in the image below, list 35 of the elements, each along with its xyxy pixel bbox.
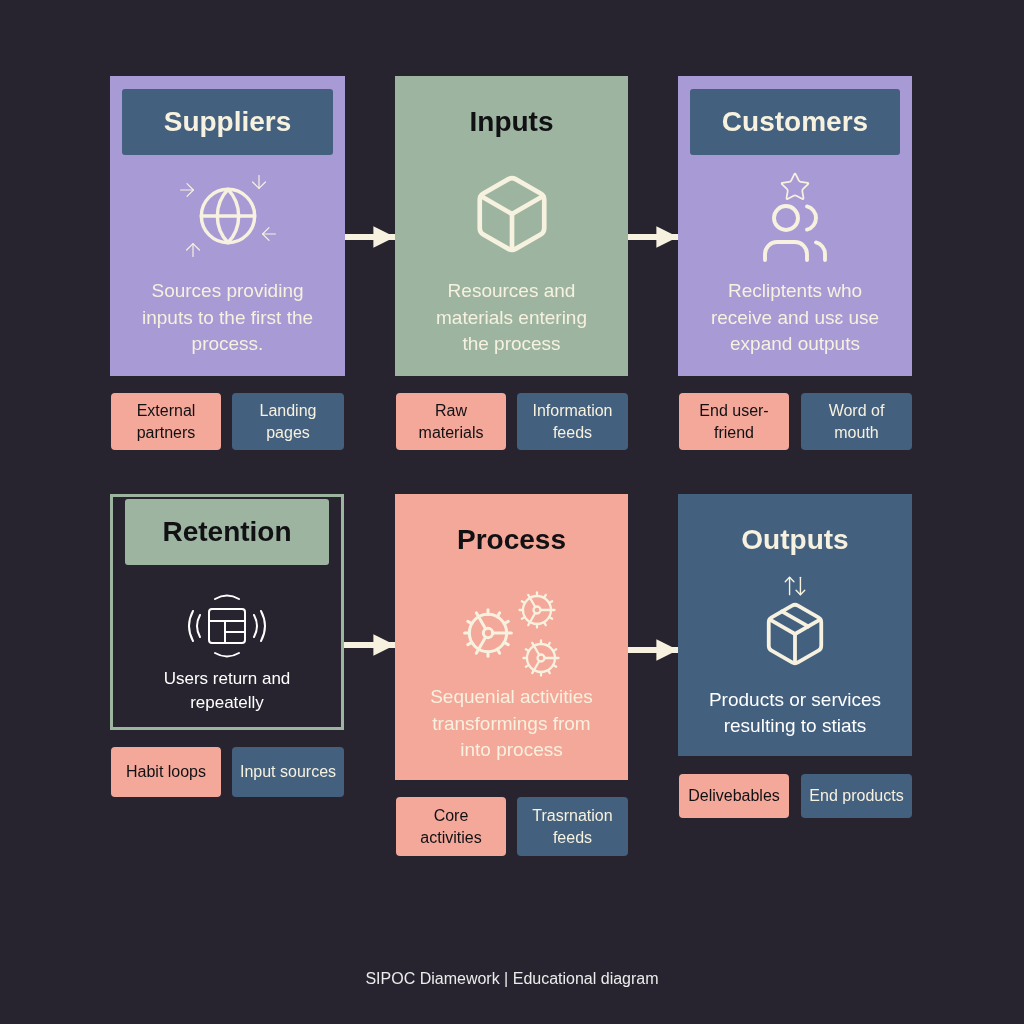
stage-card [110,494,344,730]
stage-heading: Suppliers [122,89,333,155]
stage-heading: Retention [125,499,329,565]
flow-arrow [628,639,678,661]
flow-arrow [628,226,678,248]
tag-chip: End user-friend [679,393,789,450]
flow-arrow [344,634,395,656]
stage-card [678,494,912,756]
stage-card [678,76,912,376]
tag-chip: Word of mouth [801,393,912,450]
stage-description: Sequenial activities transformings from into process [429,685,594,763]
stage-description: Sources providing inputs to the first the process. [140,279,315,357]
stage-description: Resources and materials entering the process [435,279,588,357]
stage-card [395,76,628,376]
stage-description: Products or services resulting to stiats [707,687,883,739]
caption: SIPOC Diamework | Educational diagram [364,970,660,988]
tag-chip: Trasrnation feeds [517,797,628,856]
stage-card [110,76,345,376]
tag-chip: Habit loops [111,747,221,797]
tag-chip: Raw materials [396,393,506,450]
tag-chip: End products [801,774,912,818]
tag-chip: Information feeds [517,393,628,450]
stage-heading: Customers [690,89,900,155]
tag-chip: Core activities [396,797,506,856]
stage-heading: Inputs [468,105,555,139]
tag-chip: Input sources [232,747,344,797]
tag-chip: External partners [111,393,221,450]
stage-heading: Process [456,523,567,557]
stage-heading: Outputs [740,523,850,557]
tag-chip: Delivebables [679,774,789,818]
stage-description: Recliptents who receive and usɛ use expand outputs [709,279,881,357]
stage-description: Users return and repeatelly [162,668,292,715]
tag-chip: Landing pages [232,393,344,450]
flow-arrow [345,226,395,248]
stage-card [395,494,628,780]
